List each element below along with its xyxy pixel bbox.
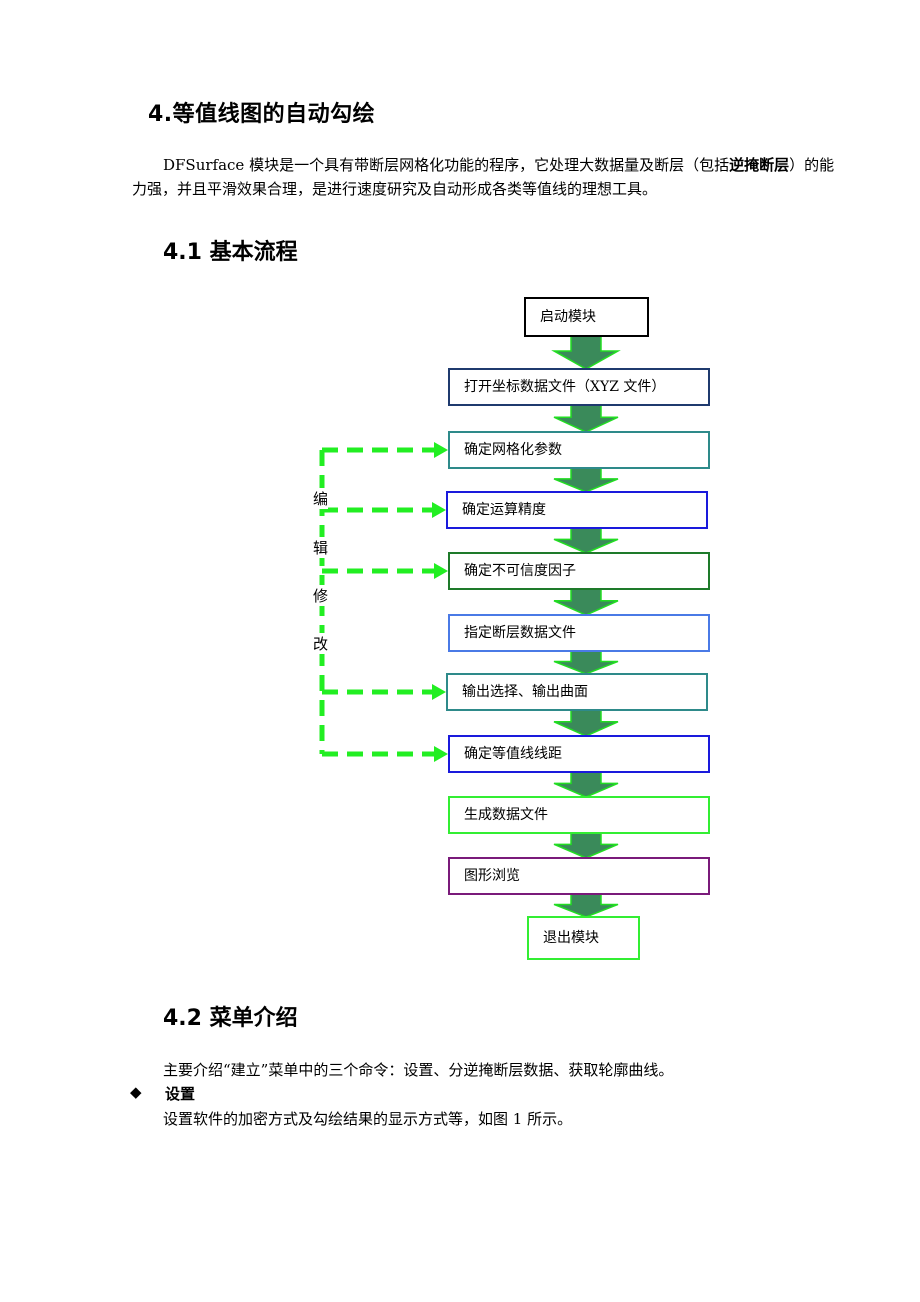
diamond-bullet-icon: ◆ [130, 1083, 142, 1101]
flow-step-label: 确定运算精度 [462, 502, 546, 518]
feedback-label-char: 编 [313, 488, 329, 509]
feedback-label-char: 修 [313, 585, 329, 606]
flow-step-fault-data-file: 指定断层数据文件 [448, 614, 710, 652]
flow-step-label: 退出模块 [543, 930, 599, 946]
flow-step-graphic-browse: 图形浏览 [448, 857, 710, 895]
intro-text-start: DFSurface 模块是一个具有带断层网格化功能的程序，它处理大数据量及断层（… [163, 156, 730, 174]
flow-step-label: 生成数据文件 [464, 807, 548, 823]
flow-step-contour-interval: 确定等值线线距 [448, 735, 710, 773]
feedback-arrowhead-icon [432, 684, 446, 700]
flow-step-label: 输出选择、输出曲面 [462, 684, 588, 700]
flow-step-label: 图形浏览 [464, 868, 520, 884]
flow-step-open-xyz-file: 打开坐标数据文件（XYZ 文件） [448, 368, 710, 406]
menu-intro-paragraph: 主要介绍“建立”菜单中的三个命令：设置、分逆掩断层数据、获取轮廓曲线。 [163, 1061, 674, 1079]
chapter-heading: 4.等值线图的自动勾绘 [148, 102, 376, 127]
flow-down-arrow [553, 464, 619, 493]
flow-down-arrow [553, 401, 619, 433]
intro-text-end: ）的能力强，并且平滑效果合理，是进行速度研究及自动形成各类等值线的理想工具。 [132, 156, 835, 198]
flow-down-arrow [553, 768, 619, 798]
flow-step-label: 启动模块 [540, 309, 596, 325]
feedback-arrowhead-icon [432, 502, 446, 518]
flow-step-label: 确定等值线线距 [464, 746, 562, 762]
feedback-arrowhead-icon [434, 746, 448, 762]
flow-down-arrow [553, 829, 619, 859]
bullet-title-settings: 设置 [165, 1085, 196, 1103]
flow-step-uncertainty-factor: 确定不可信度因子 [448, 552, 710, 590]
flow-down-arrow [551, 332, 621, 370]
flow-down-arrow [553, 524, 619, 554]
settings-description: 设置软件的加密方式及勾绘结果的显示方式等，如图 1 所示。 [163, 1110, 573, 1128]
flow-step-generate-data-file: 生成数据文件 [448, 796, 710, 834]
feedback-label-char: 改 [313, 633, 329, 654]
flow-down-arrow [553, 585, 619, 616]
flow-down-arrow [553, 706, 619, 737]
flow-step-grid-params: 确定网格化参数 [448, 431, 710, 469]
flow-step-output-selection: 输出选择、输出曲面 [446, 673, 708, 711]
flow-step-label: 指定断层数据文件 [464, 625, 576, 641]
section-heading-menu: 4.2 菜单介绍 [163, 1006, 298, 1031]
intro-paragraph: DFSurface 模块是一个具有带断层网格化功能的程序，它处理大数据量及断层（… [132, 153, 842, 201]
feedback-label-char: 辑 [313, 537, 329, 558]
flow-step-label: 确定网格化参数 [464, 442, 562, 458]
flow-step-exit-module: 退出模块 [527, 916, 640, 960]
flow-step-precision: 确定运算精度 [446, 491, 708, 529]
flow-step-label: 打开坐标数据文件（XYZ 文件） [464, 379, 666, 395]
intro-bold-term: 逆掩断层 [729, 156, 790, 174]
section-heading-basic-flow: 4.1 基本流程 [163, 240, 298, 265]
feedback-arrowhead-icon [434, 442, 448, 458]
flow-step-label: 确定不可信度因子 [464, 563, 576, 579]
flow-step-start-module: 启动模块 [524, 297, 649, 337]
feedback-arrowhead-icon [434, 563, 448, 579]
